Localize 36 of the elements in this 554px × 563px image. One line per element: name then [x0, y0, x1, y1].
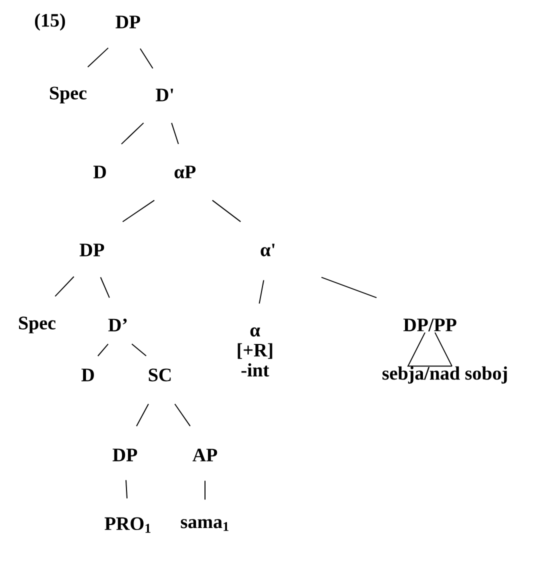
tree-node-label: PRO$_{1}$: [104, 517, 150, 533]
branch-line: [54, 276, 74, 297]
branch-line: [97, 344, 109, 356]
branch-line: [131, 344, 147, 356]
tree-node-label: SC: [148, 368, 171, 382]
branch-line: [204, 480, 206, 500]
branch-line: [407, 332, 452, 367]
tree-node-label: αP: [174, 166, 196, 178]
branch-line: [140, 48, 154, 69]
branch-line: [100, 276, 110, 298]
tree-node-label: DP: [116, 16, 140, 28]
tree-node-label: sebja/nad soboj: [382, 366, 507, 384]
branch-line: [258, 280, 264, 304]
tree-node-label: DP: [112, 448, 138, 462]
branch-line: [174, 404, 191, 427]
tree-node-label: D’: [108, 318, 127, 332]
tree-node-label: Spec: [50, 86, 87, 104]
tree-node-label: α': [260, 244, 274, 256]
tree-node-label: DP/PP: [403, 318, 456, 332]
tree-node-label: DP: [80, 244, 104, 256]
branch-line: [136, 404, 149, 427]
tree-node-label: α [+R] -int: [238, 327, 272, 377]
tree-node-label: sama$_{1}$: [180, 519, 228, 531]
tree-node-label: Spec: [19, 316, 56, 334]
branch-line: [171, 122, 179, 145]
branch-line: [120, 122, 144, 145]
tree-node-label: D: [93, 166, 106, 178]
tree-node-label: D': [156, 88, 174, 102]
branch-line: [320, 276, 378, 298]
tree-node-label: D: [81, 368, 94, 382]
branch-line: [122, 200, 155, 222]
tree-node-label: AP: [192, 448, 218, 462]
branch-line: [212, 200, 242, 222]
branch-line: [87, 47, 109, 68]
example-number: (15): [35, 13, 65, 31]
branch-line: [125, 480, 128, 499]
